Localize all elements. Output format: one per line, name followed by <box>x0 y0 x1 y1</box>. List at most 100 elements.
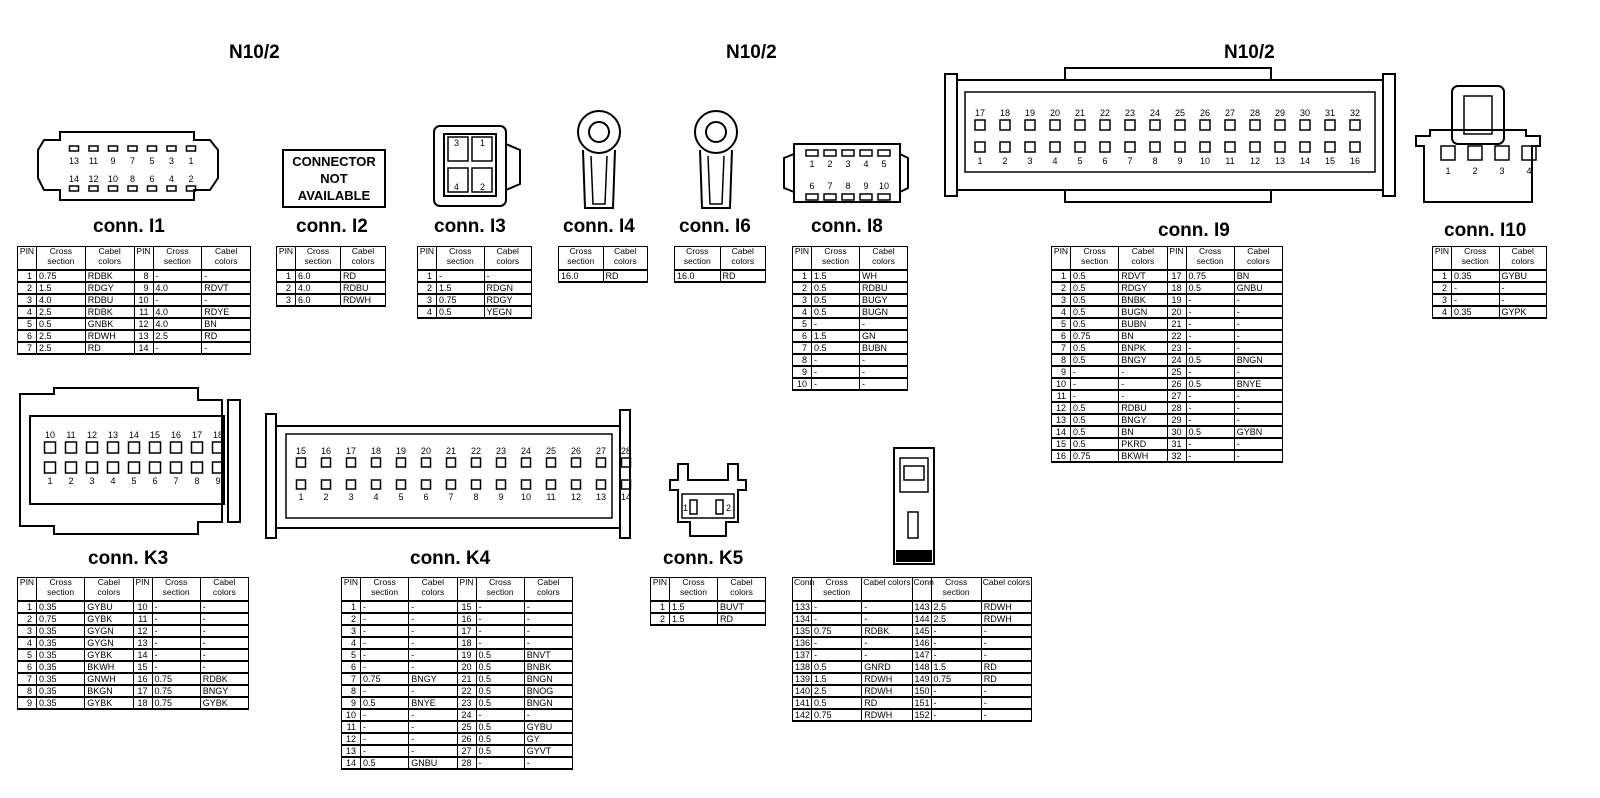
table-cell: - <box>201 341 251 355</box>
table-cell: 0.5 <box>475 720 525 734</box>
table-cell: - <box>199 660 250 674</box>
table-row: 9--25-- <box>1051 365 1284 379</box>
header-cabel: Cabel colors <box>980 577 1033 602</box>
table-cell: 9 <box>17 696 37 710</box>
table-cell: - <box>151 636 201 650</box>
table-cell: 0.5 <box>475 696 525 710</box>
table-cell: 26 <box>1166 377 1187 391</box>
k5-pin-2: 2 <box>726 503 731 513</box>
pin-number: 4 <box>110 476 115 486</box>
table-cell: 0.5 <box>475 672 525 686</box>
table-cell: BNYE <box>1233 377 1284 391</box>
pin-number: 10 <box>521 492 531 502</box>
pin-number: 5 <box>881 159 886 169</box>
table-cell: - <box>475 624 525 638</box>
pin-hole <box>999 119 1011 131</box>
pin-number: 10 <box>879 181 889 191</box>
table-cell: - <box>1069 365 1120 379</box>
pin-hole <box>295 479 307 490</box>
table-cell: RDGY <box>483 293 532 307</box>
table-cell: 0.5 <box>811 341 860 355</box>
table-cell: 0.5 <box>1185 281 1235 295</box>
table-cell: - <box>152 269 203 283</box>
table-cell: - <box>861 648 913 662</box>
table-cell: - <box>201 269 251 283</box>
pin-number: 10 <box>1200 156 1210 166</box>
table-cell: 13 <box>132 636 153 650</box>
table-cell: - <box>408 720 458 734</box>
table-cell: 2 <box>792 281 812 295</box>
pin-hole <box>823 149 837 157</box>
table-cell: - <box>859 377 908 391</box>
pin-hole <box>520 457 532 468</box>
table-cell: 6 <box>17 329 37 343</box>
pin-hole <box>370 457 382 468</box>
table-row: 3--17-- <box>341 624 574 638</box>
header-cabel: Cabel colors <box>84 246 135 271</box>
pin-hole <box>1149 141 1161 153</box>
table-cell: - <box>359 612 410 626</box>
pin-hole <box>1124 141 1136 153</box>
table-cell: 0.75 <box>151 696 201 710</box>
label-conn-i6: conn. I6 <box>679 216 751 237</box>
table-cell: 12 <box>133 317 154 331</box>
table-cell: 5 <box>792 317 812 331</box>
table-cell: RDWH <box>340 293 386 307</box>
pin-hole <box>166 145 177 152</box>
table-cell: BNGN <box>523 672 574 686</box>
table-cell: 14 <box>132 648 153 662</box>
pin-number: 16 <box>321 446 331 456</box>
table-cell: GYPK <box>1498 305 1547 319</box>
pin-hole <box>805 193 819 201</box>
pin-hole <box>495 479 507 490</box>
table-cell: - <box>980 624 1033 638</box>
header-pin: PIN <box>133 246 154 271</box>
pin-hole <box>127 441 141 454</box>
table-cell: 1.5 <box>930 660 982 674</box>
table-cell: BN <box>1118 425 1168 439</box>
table-cell: 10 <box>792 377 812 391</box>
header-conn: Conn <box>792 577 814 602</box>
header-cross: Cross section <box>295 246 341 271</box>
table-cell: 6.0 <box>295 293 341 307</box>
pin-number: 15 <box>296 446 306 456</box>
pin-number: 19 <box>1025 108 1035 118</box>
table-cell: - <box>359 744 410 758</box>
pin-number: 13 <box>1275 156 1285 166</box>
table-cell: 16 <box>132 672 153 686</box>
table-cell: 11 <box>132 612 153 626</box>
table-cell: 0.75 <box>436 293 485 307</box>
table-cell: RDBU <box>340 281 386 295</box>
table-cell: GY <box>523 732 574 746</box>
table-cell: 0.35 <box>1451 269 1500 283</box>
pin-hole <box>185 185 197 192</box>
table-cell: 0.5 <box>475 744 525 758</box>
table-cell: 9 <box>1051 365 1071 379</box>
pin-number: 5 <box>149 156 154 166</box>
table-cell: - <box>861 636 913 650</box>
table-cell: 3 <box>417 293 437 307</box>
pin-hole <box>974 119 986 131</box>
table-cell: 29 <box>1166 413 1187 427</box>
pin-hole <box>88 145 99 152</box>
table-cell: 8 <box>133 269 154 283</box>
table-row: 10--24-- <box>341 708 574 722</box>
pin-hole <box>1467 145 1483 161</box>
table-cell: 4 <box>792 305 812 319</box>
pin-hole <box>1149 119 1161 131</box>
table-cell: 0.35 <box>35 636 86 650</box>
pin-number: 27 <box>596 446 606 456</box>
table-cell: - <box>523 636 574 650</box>
table-cell: 2 <box>1051 281 1071 295</box>
table-cell: 141 <box>792 696 812 710</box>
table-cell: 147 <box>911 648 932 662</box>
header-cabel: Cabel colors <box>719 246 766 271</box>
